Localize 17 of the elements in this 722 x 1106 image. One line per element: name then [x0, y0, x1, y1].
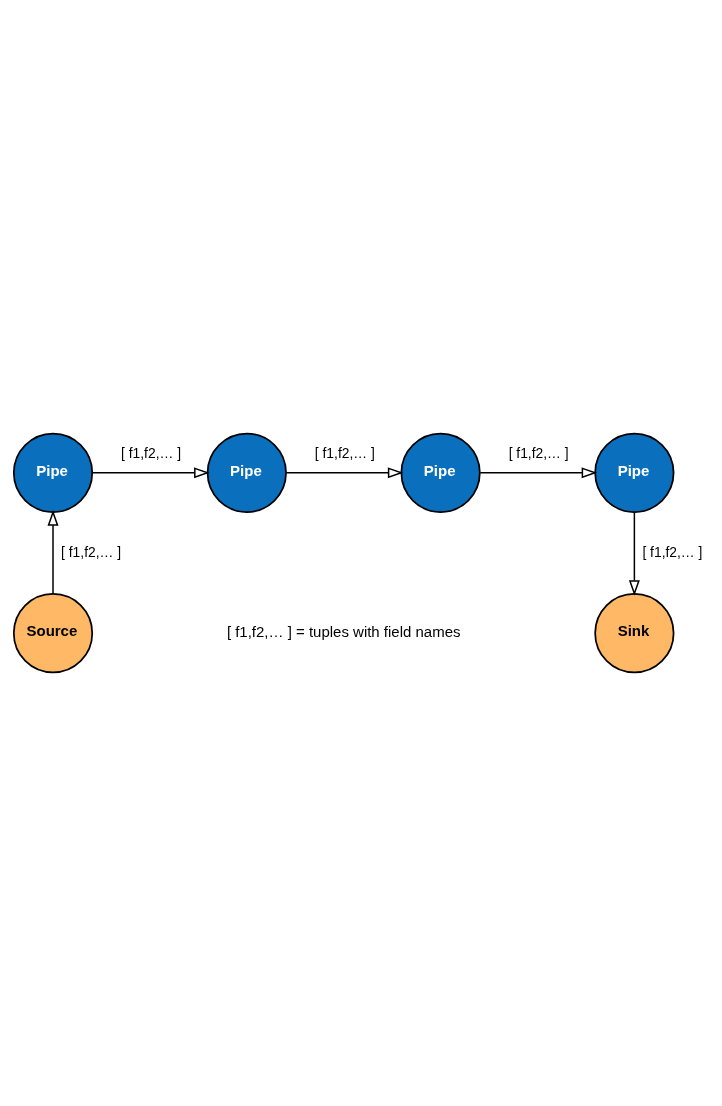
node-circle: Pipe — [206, 432, 287, 513]
arrow — [479, 467, 598, 479]
edge-label: [ f1,f2,… ] — [314, 444, 375, 461]
edge-label: [ f1,f2,… ] — [508, 444, 569, 461]
edge-label: [ f1,f2,… ] — [61, 544, 122, 561]
node-circle: Pipe — [400, 432, 481, 513]
edge-label: [ f1,f2,… ] — [121, 444, 182, 461]
arrow — [91, 467, 210, 479]
node-circle: Source — [12, 593, 94, 674]
arrow — [628, 511, 640, 596]
arrow — [285, 467, 404, 479]
node-circle: Pipe — [12, 432, 94, 513]
node-circle: Pipe — [594, 432, 675, 513]
edge-label: [ f1,f2,… ] — [642, 544, 703, 561]
node-circle: Sink — [594, 593, 675, 674]
arrow — [47, 509, 59, 595]
label: [ f1,f2,… ] = tuples with field names — [226, 623, 461, 641]
